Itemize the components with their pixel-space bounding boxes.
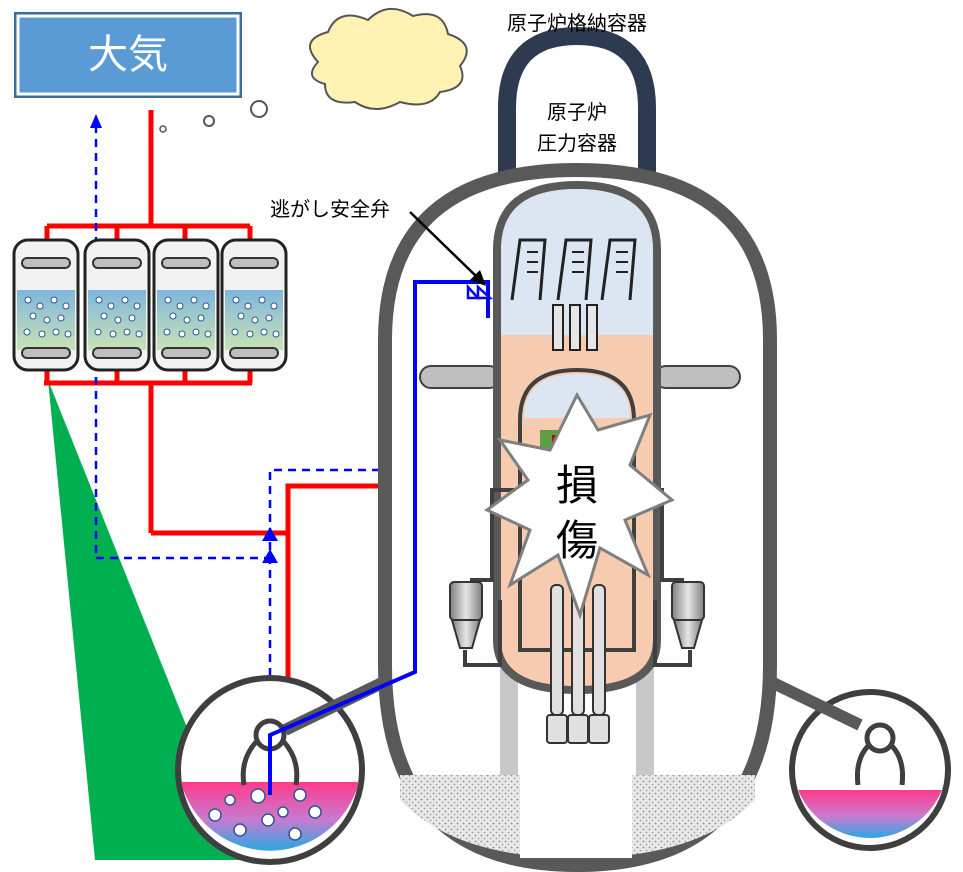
- up-arrow-icon: [90, 114, 102, 128]
- atmosphere-box: 大気: [14, 12, 242, 98]
- srv-leader-arrowhead: [470, 270, 486, 286]
- damage-label-line2: 傷: [556, 516, 598, 565]
- recirculation-pump-left: [449, 581, 483, 649]
- recirculation-pump-right: [671, 581, 705, 649]
- cloud-icon: [159, 8, 468, 133]
- check-valve-icon: [262, 549, 278, 563]
- downcomer-right: [855, 722, 905, 786]
- valve-icon: [466, 283, 494, 300]
- filter-vessel: [83, 238, 151, 372]
- pressure-vessel-label-line2: 圧力容器: [537, 131, 617, 155]
- safety-relief-valve-label: 逃がし安全弁: [270, 197, 390, 221]
- burst-icon: 損 傷: [484, 391, 675, 620]
- red-vent-pipes: [44, 110, 404, 690]
- damage-label-line1: 損: [556, 461, 598, 510]
- containment-arc: [498, 26, 656, 175]
- filter-vessel: [12, 238, 80, 372]
- pressure-vessel-label-line1: 原子炉: [547, 100, 607, 124]
- control-rod-drives: [546, 584, 610, 744]
- steam-line-left: [419, 365, 501, 389]
- pedestal-opening: [520, 740, 632, 858]
- filter-vessels: [12, 238, 288, 372]
- containment-vessel-label: 原子炉格納容器: [507, 11, 647, 35]
- suppression-chamber-right: [789, 689, 951, 851]
- steam-line-right: [654, 365, 741, 389]
- check-valve-icon: [262, 527, 278, 541]
- filter-vessel: [152, 238, 220, 372]
- atmosphere-label: 大気: [88, 32, 168, 78]
- filter-vessel: [220, 238, 288, 372]
- srv-discharge-line: [268, 280, 490, 795]
- srv-leader-line: [409, 211, 479, 279]
